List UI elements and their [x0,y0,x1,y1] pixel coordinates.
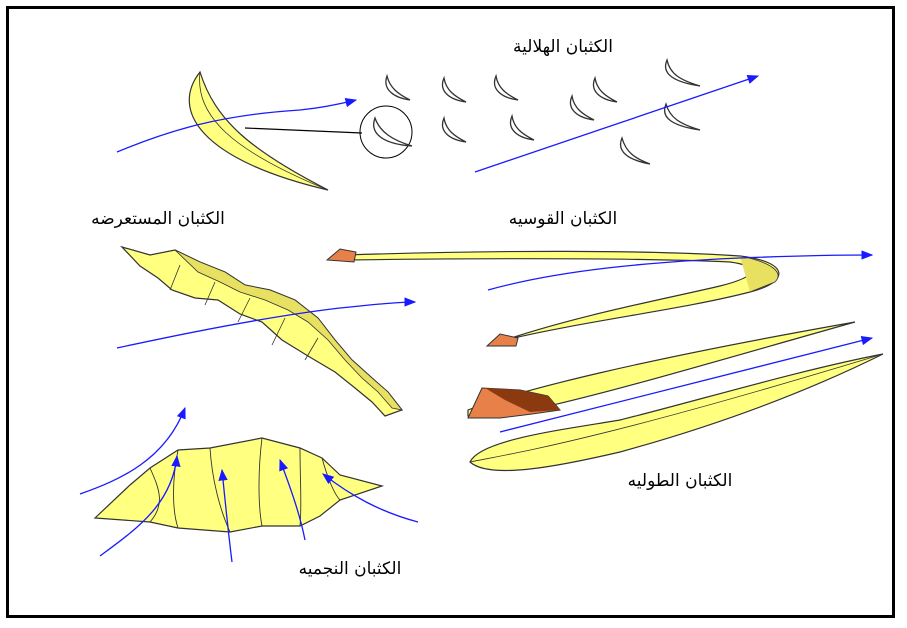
rock-outcrop-1 [327,249,356,262]
wind-arrow-barchan-small [475,76,758,172]
transverse-dune-body [122,247,402,416]
rock-outcrop-2 [487,334,518,346]
transverse-dune [117,247,415,416]
parabolic-dune [327,249,872,346]
longitudinal-dunes [468,322,883,471]
barchan-dunes [117,60,758,190]
label-parabolic: الكثبان القوسيه [509,209,617,229]
zoom-circle [360,106,412,158]
parabolic-dune-body [345,251,779,340]
label-barchan: الكثبان الهلالية [513,37,613,57]
label-transverse: الكثبان المستعرضه [91,209,225,229]
label-star: الكثبان النجميه [299,559,402,579]
star-dune [80,408,418,562]
label-longitudinal: الكثبان الطوليه [628,471,733,491]
